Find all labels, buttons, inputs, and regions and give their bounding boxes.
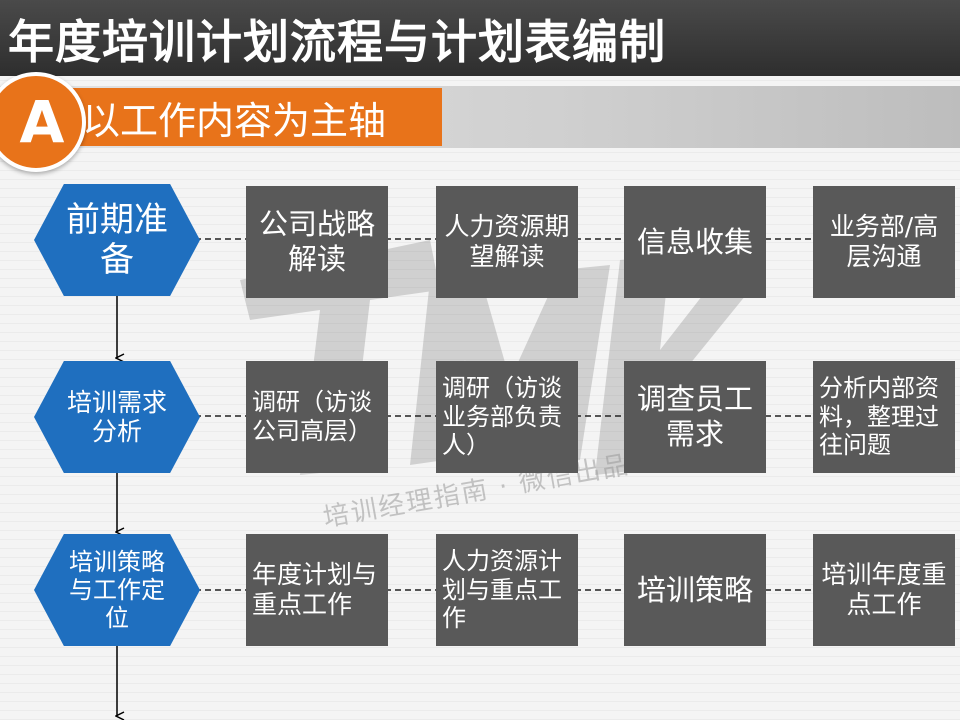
- step-box: 培训策略: [624, 534, 766, 646]
- step-box: 年度计划与重点工作: [246, 534, 388, 646]
- stage-hexagon-2: 培训需求分析: [34, 361, 200, 473]
- stage-hexagon-3: 培训策略与工作定位: [34, 534, 200, 646]
- step-box: 调研（访谈业务部负责人）: [436, 361, 578, 473]
- section-label: 以工作内容为主轴: [70, 88, 442, 146]
- step-label: 培训策略: [636, 572, 753, 607]
- step-box: 人力资源期望解读: [436, 186, 578, 298]
- stage-label: 培训需求分析: [66, 387, 167, 447]
- step-label: 信息收集: [636, 224, 753, 259]
- section-letter-badge: A: [0, 72, 86, 172]
- step-box: 培训年度重点工作: [813, 534, 955, 646]
- step-label: 培训年度重点工作: [821, 560, 947, 619]
- step-label: 分析内部资料，整理过往问题: [819, 373, 939, 460]
- step-box: 业务部/高层沟通: [813, 186, 955, 298]
- page-title: 年度培训计划流程与计划表编制: [8, 15, 666, 69]
- step-label: 公司战略解读: [258, 207, 375, 276]
- title-bar: 年度培训计划流程与计划表编制: [0, 0, 960, 76]
- stage-label: 培训策略与工作定位: [69, 547, 165, 633]
- step-box: 公司战略解读: [246, 186, 388, 298]
- step-box: 调研（访谈公司高层）: [246, 361, 388, 473]
- step-label: 调查员工需求: [636, 382, 753, 451]
- step-box: 调查员工需求: [624, 361, 766, 473]
- step-box: 信息收集: [624, 186, 766, 298]
- step-label: 年度计划与重点工作: [252, 560, 378, 619]
- step-label: 业务部/高层沟通: [829, 212, 939, 271]
- step-label: 人力资源期望解读: [444, 212, 570, 271]
- step-box: 人力资源计划与重点工作: [436, 534, 578, 646]
- step-box: 分析内部资料，整理过往问题: [813, 361, 955, 473]
- stage-hexagon-1: 前期准备: [34, 184, 200, 296]
- step-label: 调研（访谈公司高层）: [252, 388, 372, 445]
- stage-label: 前期准备: [66, 199, 168, 280]
- step-label: 调研（访谈业务部负责人）: [442, 373, 562, 460]
- step-label: 人力资源计划与重点工作: [442, 546, 562, 633]
